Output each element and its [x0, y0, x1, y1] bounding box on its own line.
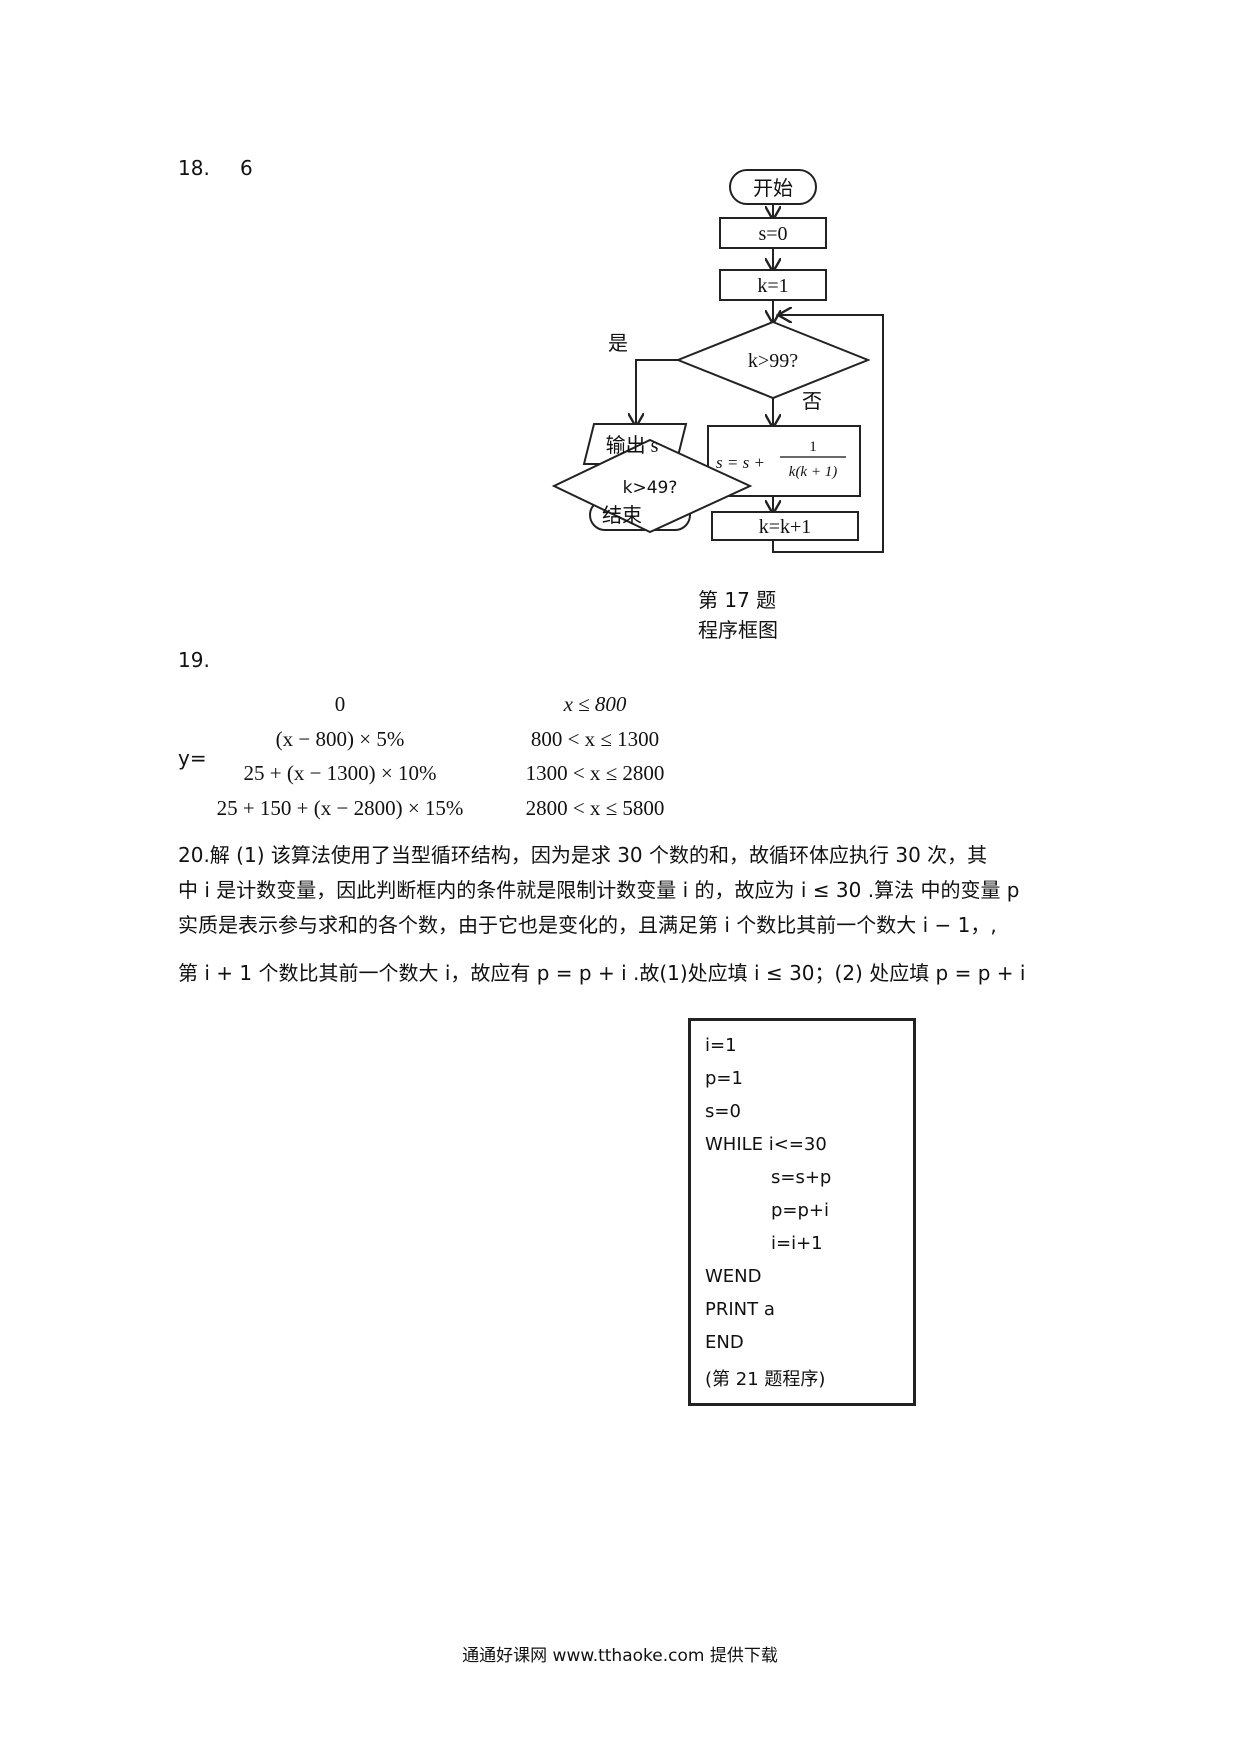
update-num: 1	[809, 439, 817, 455]
caption-line1: 第 17 题	[698, 588, 777, 612]
end-label: 结束	[602, 504, 642, 527]
cond1-label: k>99?	[748, 350, 798, 372]
case-expr-1: (x − 800) × 5%	[275, 727, 405, 751]
inc-label: k=k+1	[759, 516, 812, 538]
q20-line4: 第 i + 1 个数比其前一个数大 i，故应有 p = p + i .故(1)处…	[178, 961, 1026, 985]
inc-box	[711, 511, 859, 541]
s0-label: s=0	[758, 223, 787, 245]
update-den: k(k + 1)	[789, 464, 837, 480]
k1-label: k=1	[757, 275, 788, 297]
code-line: END	[705, 1332, 744, 1353]
case-expr-3: 25 + 150 + (x − 2800) × 15%	[216, 796, 464, 820]
no-label: 否	[802, 391, 822, 413]
case-cond-2: 1300 < x ≤ 2800	[525, 761, 665, 785]
code-line: WHILE i<=30	[705, 1134, 827, 1155]
q18-number: 18.	[178, 156, 210, 180]
code-line: s=s+p	[771, 1167, 832, 1188]
q19-y-label: y=	[178, 746, 207, 770]
code-line: PRINT a	[705, 1299, 775, 1320]
code-line: i=i+1	[771, 1233, 823, 1254]
update-box	[707, 425, 861, 497]
q20-line2: 中 i 是计数变量，因此判断框内的条件就是限制计数变量 i 的，故应为 i ≤ …	[178, 878, 1020, 902]
case-cond-1: 800 < x ≤ 1300	[530, 727, 660, 751]
code-line: p=p+i	[771, 1200, 830, 1221]
cond2-label: k>49?	[623, 478, 678, 498]
flowchart: 开始 s=0 k=1 k>99? 是 否 输出 s s = s + 1 k(k …	[551, 169, 884, 553]
code-line: p=1	[705, 1068, 743, 1089]
output-label: 输出 s	[606, 434, 659, 457]
code-line: s=0	[705, 1101, 741, 1122]
yes-label: 是	[608, 333, 628, 355]
footer: 通通好课网 www.tthaoke.com 提供下载	[462, 1646, 778, 1666]
program-box: i=1 p=1 s=0 WHILE i<=30 s=s+p p=p+i i=i+…	[688, 1018, 916, 1406]
case-expr-0: 0	[334, 692, 346, 716]
q20-line3: 实质是表示参与求和的各个数，由于它也是变化的，且满足第 i 个数比其前一个数大 …	[178, 913, 997, 937]
caption-line2: 程序框图	[698, 618, 778, 642]
q20-line1: 20.解 (1) 该算法使用了当型循环结构，因为是求 30 个数的和，故循环体应…	[178, 843, 988, 867]
decision-k49	[551, 438, 753, 534]
code-caption: (第 21 题程序)	[705, 1369, 826, 1390]
case-cond-3: 2800 < x ≤ 5800	[525, 796, 665, 820]
update-prefix: s = s +	[716, 453, 765, 472]
s0-box	[719, 217, 827, 249]
q19-number: 19.	[178, 648, 210, 672]
q18-answer: 6	[240, 156, 253, 180]
case-expr-2: 25 + (x − 1300) × 10%	[243, 761, 437, 785]
start-label: 开始	[753, 177, 793, 200]
code-line: WEND	[705, 1266, 762, 1287]
code-line: i=1	[705, 1035, 737, 1056]
case-cond-0: x ≤ 800	[563, 692, 627, 716]
